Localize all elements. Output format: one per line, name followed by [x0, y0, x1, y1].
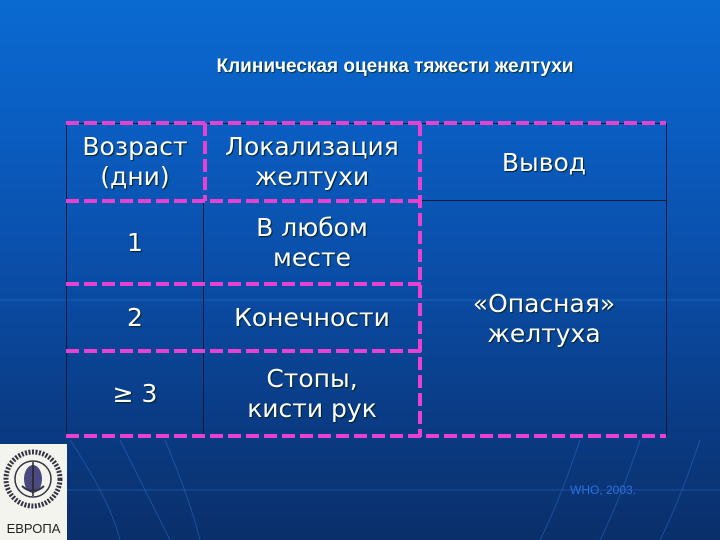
location-line1: В любом — [256, 212, 368, 242]
header-conclusion: Вывод — [422, 125, 666, 201]
table-border — [666, 123, 667, 436]
location-line2: кисти рук — [247, 393, 377, 423]
age-value: 1 — [127, 227, 143, 257]
header-age-line2: (дни) — [100, 162, 170, 191]
dashed-border — [66, 434, 666, 438]
conclusion-line1: «Опасная» — [472, 288, 616, 318]
location-line1: Конечности — [234, 302, 390, 332]
row-3-age: ≥ 3 — [66, 353, 204, 434]
age-value: 2 — [127, 302, 143, 332]
row-1-age: 1 — [66, 203, 204, 282]
header-age: Возраст (дни) — [66, 125, 204, 199]
who-europe-logo: ЕВРОПА — [0, 444, 67, 540]
dashed-border — [66, 121, 666, 125]
dashed-border — [66, 282, 422, 286]
row-3-location: Стопы, кисти рук — [206, 353, 418, 434]
reference-text: WHO, 2003. — [570, 483, 637, 497]
location-line1: Стопы, — [266, 363, 358, 393]
header-location-line1: Локализация — [225, 132, 399, 161]
header-location-line2: желтухи — [254, 162, 370, 191]
header-age-line1: Возраст — [82, 132, 188, 161]
table-border — [203, 200, 204, 436]
dashed-border — [418, 123, 422, 437]
location-line2: месте — [273, 242, 351, 272]
age-value: ≥ 3 — [112, 378, 158, 408]
dashed-border — [203, 123, 207, 201]
row-2-age: 2 — [66, 286, 204, 349]
row-2-location: Конечности — [206, 286, 418, 349]
slide-title: Клиническая оценка тяжести желтухи — [216, 56, 574, 77]
who-emblem-icon — [3, 449, 63, 509]
dashed-border — [66, 349, 422, 353]
header-conclusion-label: Вывод — [501, 148, 587, 177]
dashed-border — [66, 199, 422, 203]
logo-label: ЕВРОПА — [6, 521, 61, 536]
header-location: Локализация желтухи — [206, 125, 418, 199]
conclusion-line2: желтуха — [487, 318, 601, 348]
table-border — [422, 200, 666, 201]
table-border — [66, 123, 67, 436]
conclusion-cell: «Опасная» желтуха — [422, 203, 666, 434]
row-1-location: В любом месте — [206, 203, 418, 282]
